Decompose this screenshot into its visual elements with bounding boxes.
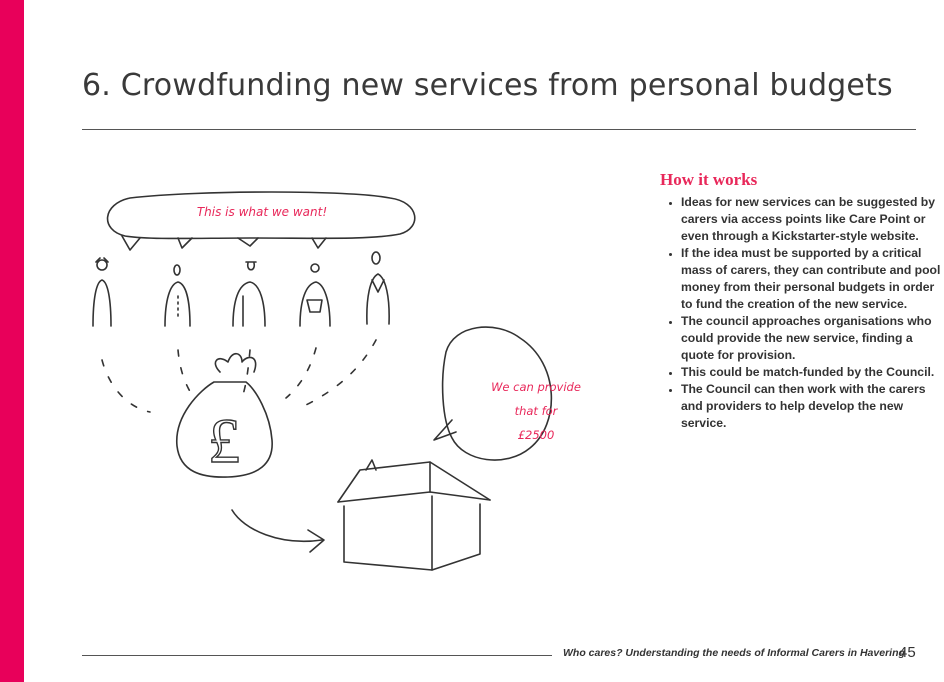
list-item: The council approaches organisations who…: [681, 313, 941, 364]
carer-figure-1: [92, 257, 112, 327]
side-accent-bar: [0, 0, 24, 682]
crowdfunding-illustration: This is what we want!: [92, 191, 581, 571]
provider-bubble-line-3: £2500: [518, 428, 555, 442]
how-it-works-list: Ideas for new services can be suggested …: [660, 194, 941, 432]
carer-figure-3: [232, 261, 266, 327]
list-item: If the idea must be supported by a criti…: [681, 245, 941, 313]
pound-sign: £: [208, 405, 240, 476]
carer-figure-4: [299, 263, 331, 327]
money-bag: £: [176, 352, 325, 553]
service-building: [337, 459, 491, 571]
speech-bubble-text: This is what we want!: [197, 205, 327, 219]
provider-bubble-line-2: that for: [515, 404, 559, 418]
provider-speech-bubble: We can provide that for £2500: [433, 326, 581, 461]
page-number: 45: [899, 644, 916, 661]
list-item: The Council can then work with the carer…: [681, 381, 941, 432]
money-flow-lines: [101, 339, 377, 413]
how-it-works-heading: How it works: [660, 170, 758, 190]
footer-publication-title: Who cares? Understanding the needs of In…: [563, 647, 905, 659]
carer-figure-2: [164, 264, 191, 327]
carer-figures: [92, 251, 390, 327]
list-item: Ideas for new services can be suggested …: [681, 194, 941, 245]
title-divider: [82, 129, 916, 130]
provider-bubble-line-1: We can provide: [491, 380, 581, 394]
carers-speech-bubble: This is what we want!: [106, 191, 416, 251]
page-title: 6. Crowdfunding new services from person…: [82, 68, 893, 104]
footer-divider: [82, 655, 552, 656]
carer-figure-5: [366, 251, 390, 325]
list-item: This could be match-funded by the Counci…: [681, 364, 941, 381]
